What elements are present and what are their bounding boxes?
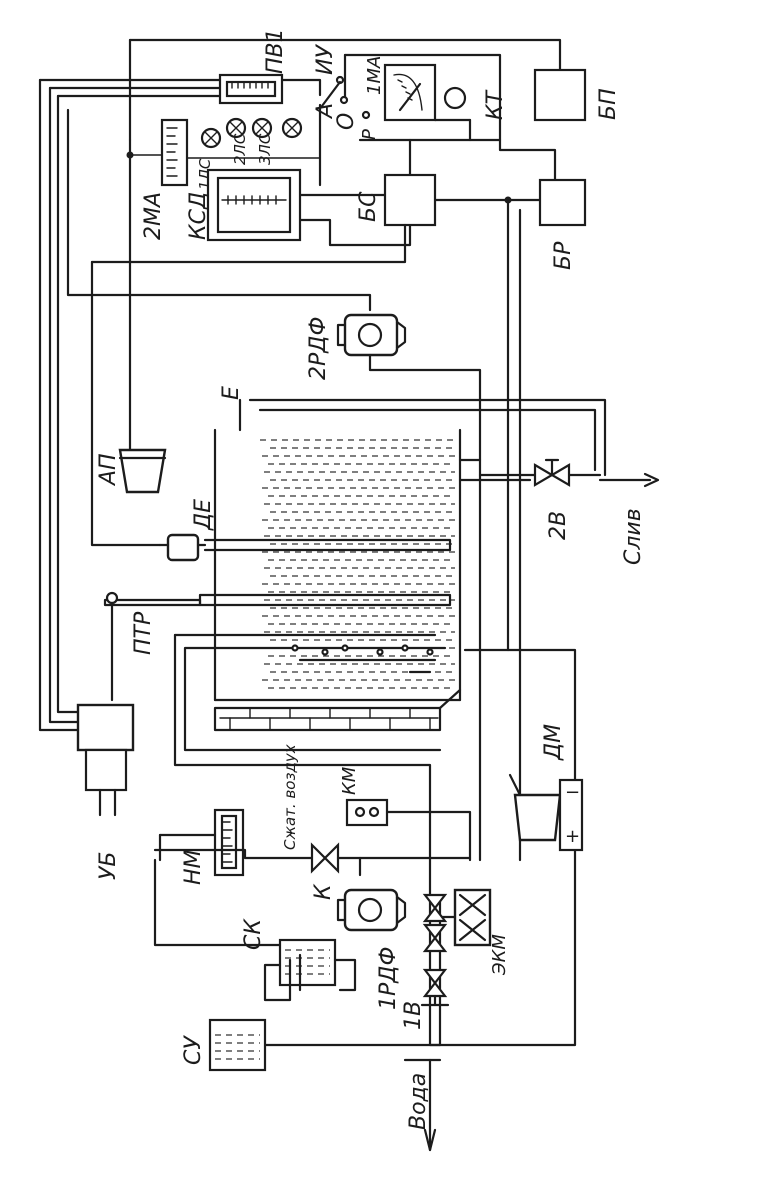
ptr-sensor: ПТР	[103, 591, 202, 702]
label-br: БР	[551, 241, 576, 270]
water-level	[260, 439, 455, 689]
2rdf-regulator: 2РДФ	[306, 313, 482, 862]
label-k: К	[311, 883, 336, 900]
label-ksd: КСД	[186, 192, 211, 240]
de-sensor: ДЕ	[158, 499, 216, 562]
top-wiring	[38, 38, 562, 862]
label-de: ДЕ	[191, 499, 216, 531]
label-o: О	[334, 113, 359, 130]
label-2ls: 2ЛС	[231, 133, 249, 165]
label-pv1: ПВ1	[263, 28, 288, 74]
label-nm: НМ	[181, 849, 206, 885]
label-1rdf: 1РДФ	[376, 947, 401, 1010]
lamp-2ls	[225, 117, 247, 139]
label-iu: ИУ	[313, 44, 338, 75]
label-ub: УБ	[96, 852, 121, 881]
nm-manometer: НМ	[181, 808, 245, 885]
sk-vessel: СК	[153, 858, 357, 1002]
pv1-recorder: ПВ1	[218, 28, 288, 105]
kt-meter: КТ	[383, 63, 508, 122]
k-valve: К	[310, 842, 472, 900]
ekm-contact: ЭКМ	[438, 888, 510, 976]
label-kt: КТ	[483, 89, 508, 120]
label-2rdf: 2РДФ	[306, 317, 331, 380]
label-plus: +	[565, 826, 580, 847]
label-2v: 2В	[546, 511, 571, 540]
ub-unit: УБ	[76, 703, 135, 881]
label-km: КМ	[339, 766, 360, 795]
tank-e: Е	[173, 386, 607, 1047]
label-e: Е	[219, 386, 244, 400]
water-inlet: 1В Вода	[401, 893, 450, 1152]
label-3ls: 3ЛС	[256, 133, 274, 165]
label-sk: СК	[241, 918, 266, 950]
bp-power-unit: БП	[533, 68, 621, 122]
label-compressed-air: Сжат. воздух	[281, 744, 299, 850]
label-voda: Вода	[406, 1073, 431, 1130]
label-minus: −	[565, 782, 580, 803]
label-dm: ДМ	[541, 724, 566, 761]
ksd-recorder: КСД	[186, 168, 302, 242]
label-r: Р	[359, 129, 380, 140]
label-1ma: 1МА	[364, 56, 385, 95]
label-bs: БС	[356, 191, 381, 222]
lamp-1ls	[200, 127, 222, 149]
ap-device: АП	[96, 448, 167, 494]
dm-motor: + − ДМ	[508, 724, 584, 852]
label-bp: БП	[596, 88, 621, 120]
km-device: КМ	[339, 766, 472, 862]
1rdf-regulator: 1РДФ	[336, 888, 407, 1010]
left-signal-lines	[38, 78, 407, 732]
label-ekm: ЭКМ	[489, 934, 510, 976]
label-sliv: Слив	[621, 508, 646, 565]
label-1v: 1В	[401, 1001, 426, 1030]
label-su: СУ	[181, 1035, 206, 1065]
label-ptr: ПТР	[131, 611, 156, 655]
bs-block: БС	[356, 173, 437, 227]
iu-switch: ИУ А О Р 1МА	[313, 44, 385, 140]
drain-valve-2v: 2В Слив	[478, 458, 660, 565]
br-block: БР	[538, 178, 587, 270]
label-ap: АП	[96, 453, 121, 487]
su-vessel: СУ	[181, 1018, 267, 1072]
lamp-3ls	[251, 117, 273, 139]
label-a: А	[313, 103, 338, 120]
2ma-meter: 2МА	[126, 118, 189, 240]
label-2ma: 2МА	[141, 192, 166, 240]
